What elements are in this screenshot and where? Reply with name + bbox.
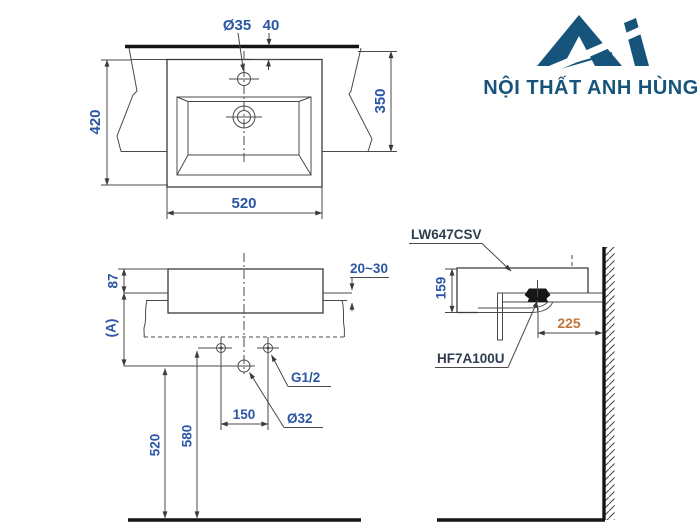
dim-width-label: 520 xyxy=(231,195,256,212)
dim-total-depth-label: 420 xyxy=(87,109,104,134)
dim-counter-floor-height-label: 520 xyxy=(148,434,163,457)
wall-hatching xyxy=(605,247,615,520)
basin-chamfer-lines xyxy=(176,96,312,176)
dim-drain-to-wall-label: 225 xyxy=(557,315,581,331)
counter-front-bracket xyxy=(497,293,503,341)
sink-outline-side xyxy=(456,267,589,313)
leader-basin xyxy=(481,243,512,272)
dim-faucet-diameter-label: Ø35 xyxy=(223,17,251,34)
dim-faucet-offset-label: 40 xyxy=(263,17,280,34)
bowl-curve-inner xyxy=(478,301,549,309)
counter-section-lines xyxy=(497,292,603,303)
leader-faucet-hole xyxy=(237,32,245,72)
brand-logo-mark xyxy=(529,15,657,82)
label-fitting-model: HF7A100U xyxy=(437,351,505,366)
dim-supply-spacing-label: 150 xyxy=(233,407,256,422)
dim-basin-height-label: 159 xyxy=(434,277,449,300)
label-basin-model: LW647CSV xyxy=(411,227,482,242)
leader-drain xyxy=(249,372,285,428)
dim-rim-height-label: 87 xyxy=(106,273,121,288)
leader-fitting xyxy=(507,300,538,368)
supply-hole-right xyxy=(257,337,279,359)
side-elevation-view: LW647CSV 159 225 HF7A100U xyxy=(409,227,615,522)
dim-counter-thickness-label: 20~30 xyxy=(350,261,388,276)
torn-edge-left xyxy=(143,300,148,338)
sink-outline-front xyxy=(167,268,324,314)
break-line-left xyxy=(116,47,138,152)
plan-view: 420 350 520 Ø35 40 xyxy=(87,17,397,219)
brand-logo-text: NỘI THẤT ANH HÙNG xyxy=(483,75,699,99)
break-line-right xyxy=(348,47,373,152)
brand-logo: NỘI THẤT ANH HÙNG xyxy=(483,15,699,99)
dim-counter-height-label: (A) xyxy=(104,319,119,338)
label-drain-diameter: Ø32 xyxy=(287,411,313,426)
leader-supply-hole xyxy=(271,354,289,387)
dim-supply-floor-height-label: 580 xyxy=(180,425,195,448)
dim-wall-depth-label: 350 xyxy=(372,88,389,113)
drain-outlet xyxy=(233,359,255,373)
torn-edge-right xyxy=(341,300,345,338)
label-supply-thread: G1/2 xyxy=(291,370,320,385)
front-elevation-view: 87 (A) 20~30 150 G1/2 Ø32 520 580 xyxy=(104,253,389,522)
